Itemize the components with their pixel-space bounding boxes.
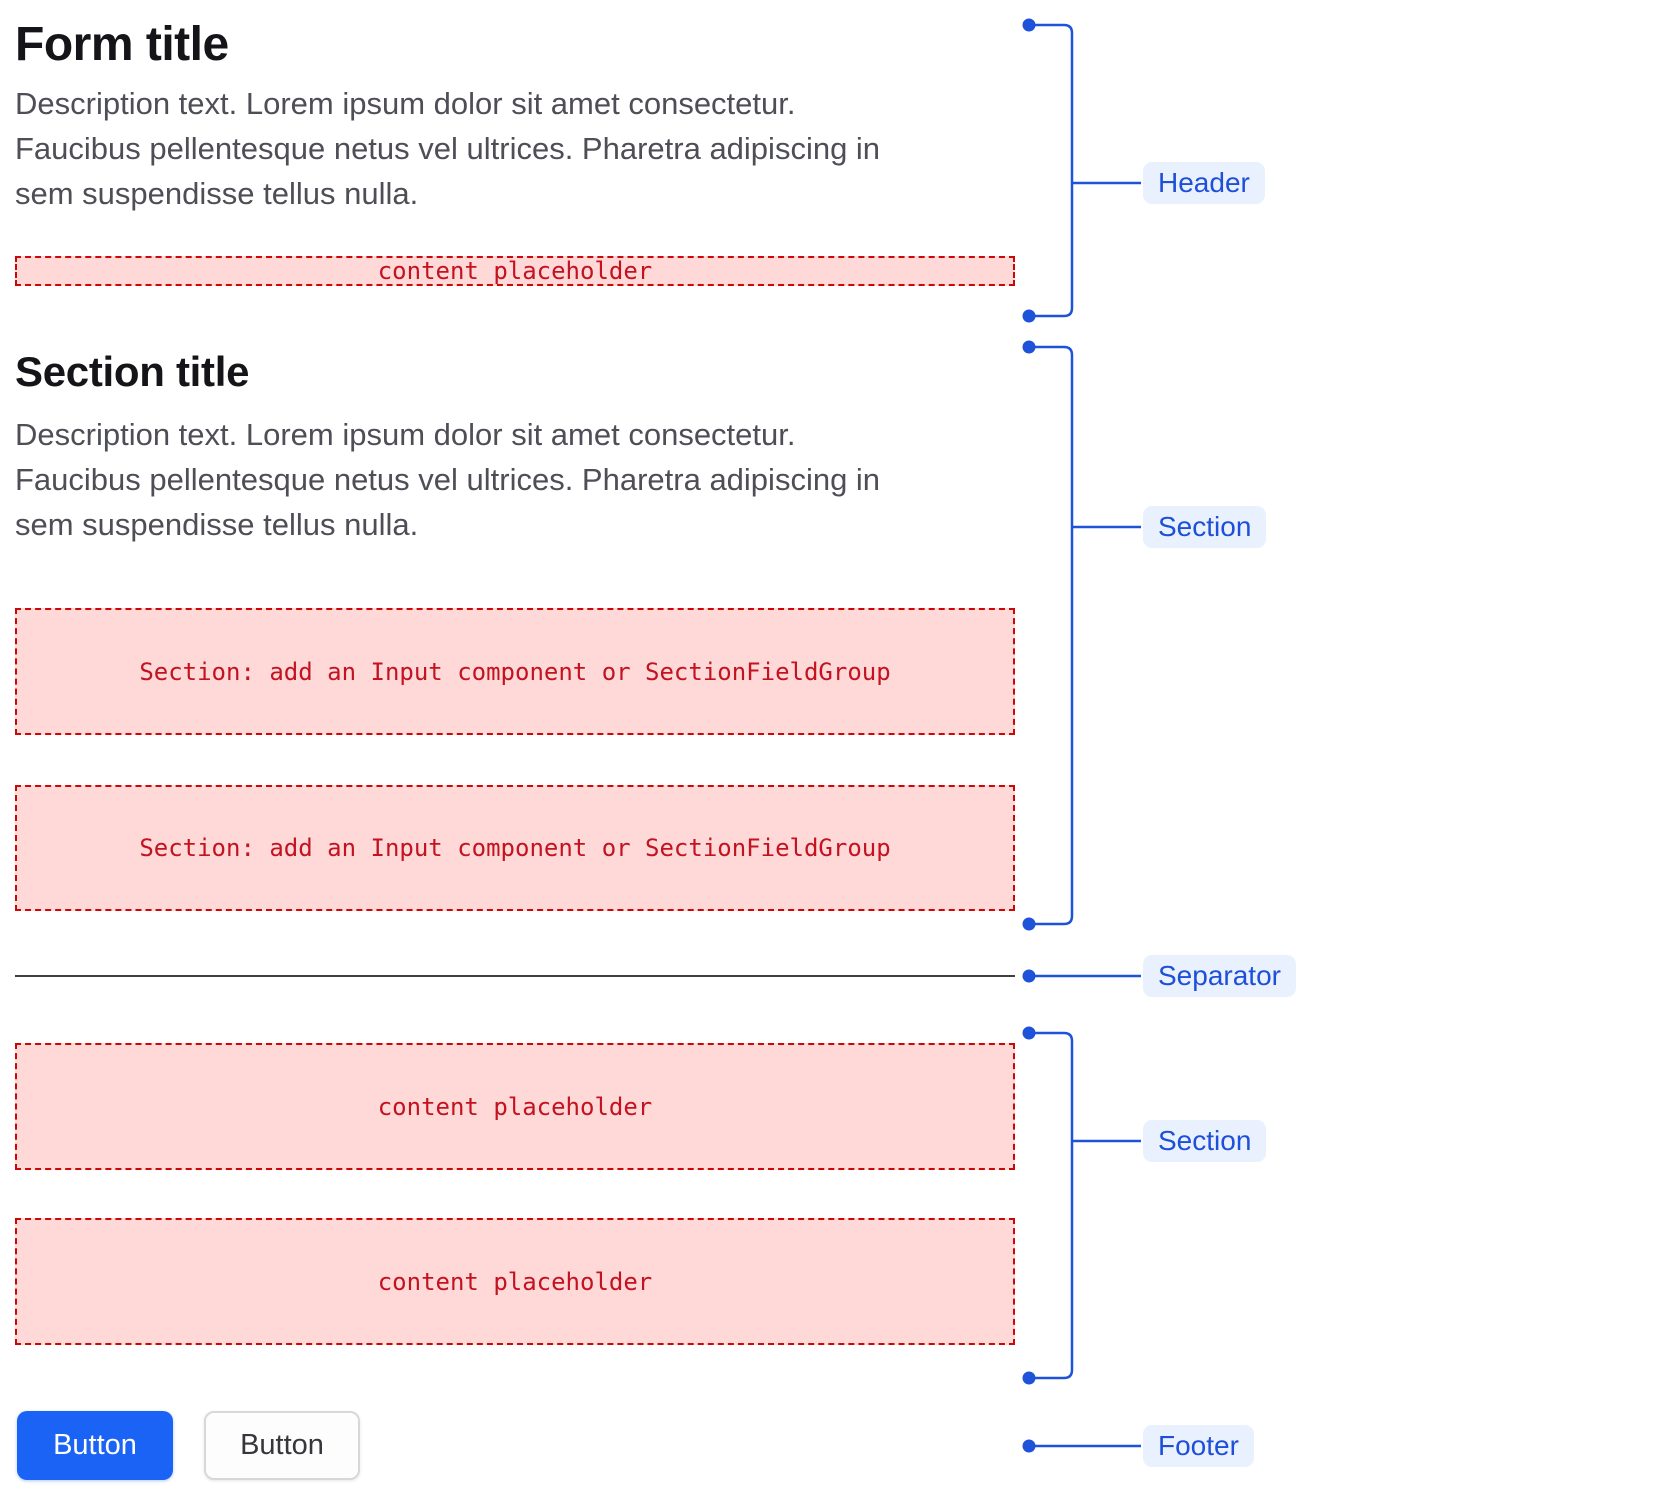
section-description: Description text. Lorem ipsum dolor sit … — [15, 412, 1015, 547]
connector-dot — [1022, 969, 1036, 983]
section-description-line: sem suspendisse tellus nulla. — [15, 507, 419, 542]
header-bracket-line — [1029, 23, 1074, 318]
lower-content-placeholder-1: content placeholder — [15, 1043, 1015, 1170]
separator-line — [15, 975, 1015, 977]
placeholder-text: content placeholder — [377, 257, 653, 285]
form-description: Description text. Lorem ipsum dolor sit … — [15, 81, 1015, 216]
connector-dot — [1022, 18, 1036, 32]
form-description-line: sem suspendisse tellus nulla. — [15, 176, 419, 211]
header-content-placeholder: content placeholder — [15, 256, 1015, 286]
connector-dot — [1022, 1439, 1036, 1453]
primary-button[interactable]: Button — [17, 1411, 173, 1480]
form-title: Form title — [15, 18, 229, 71]
annotation-label-section-bottom: Section — [1143, 1120, 1267, 1162]
section-bottom-bracket-line — [1029, 1031, 1074, 1380]
lower-content-placeholder-2: content placeholder — [15, 1218, 1015, 1345]
placeholder-text: Section: add an Input component or Secti… — [139, 657, 891, 686]
form-description-line: Faucibus pellentesque netus vel ultrices… — [15, 131, 881, 166]
form-description-line: Description text. Lorem ipsum dolor sit … — [15, 86, 796, 121]
connector-dot — [1022, 340, 1036, 354]
connector-dot — [1022, 1026, 1036, 1040]
annotation-label-separator: Separator — [1143, 955, 1296, 997]
secondary-button[interactable]: Button — [204, 1411, 360, 1480]
section-field-placeholder-2: Section: add an Input component or Secti… — [15, 785, 1015, 911]
annotation-label-section-top: Section — [1143, 506, 1267, 548]
section-title: Section title — [15, 348, 250, 395]
placeholder-text: content placeholder — [377, 1092, 653, 1121]
connector-dot — [1022, 309, 1036, 323]
section-field-placeholder-1: Section: add an Input component or Secti… — [15, 608, 1015, 735]
placeholder-text: content placeholder — [377, 1267, 653, 1296]
placeholder-text: Section: add an Input component or Secti… — [139, 834, 891, 862]
section-top-bracket-line — [1029, 345, 1074, 926]
section-description-line: Faucibus pellentesque netus vel ultrices… — [15, 462, 881, 497]
section-description-line: Description text. Lorem ipsum dolor sit … — [15, 417, 796, 452]
annotation-label-footer: Footer — [1143, 1425, 1254, 1467]
connector-dot — [1022, 917, 1036, 931]
connector-dot — [1022, 1371, 1036, 1385]
annotation-label-header: Header — [1143, 162, 1265, 204]
